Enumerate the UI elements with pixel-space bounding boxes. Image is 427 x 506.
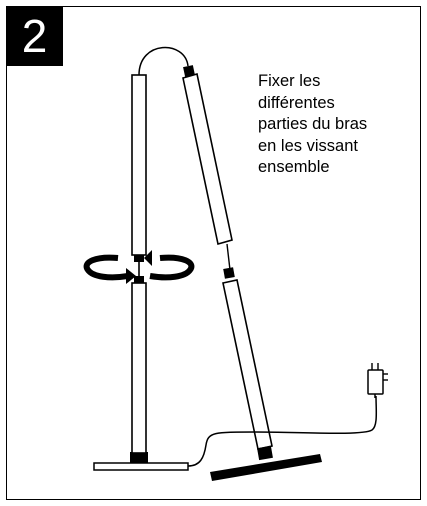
tilted-lamp-base	[210, 454, 322, 481]
rotate-arrows-icon	[83, 250, 195, 284]
instruction-line: Fixer les	[258, 72, 321, 90]
upright-upper-arm	[131, 74, 147, 256]
instruction-line: ensemble	[258, 158, 330, 176]
instruction-line: parties du bras	[258, 115, 368, 133]
instruction-line: différentes	[258, 93, 335, 112]
instruction-panel	[6, 6, 421, 500]
power-cable	[187, 395, 378, 467]
instruction-text: Fixer les différentes parties du bras en…	[258, 71, 408, 179]
power-adapter-icon	[367, 363, 388, 398]
upright-lamp	[83, 46, 195, 471]
tilted-lamp	[182, 65, 388, 481]
step-number-badge: 2	[6, 6, 63, 66]
upright-lamp-base-joint	[130, 452, 148, 463]
tilted-upper-arm	[182, 72, 233, 246]
tilted-lower-arm	[222, 279, 273, 450]
upright-lower-arm	[131, 282, 147, 454]
instruction-line: en les vissant	[258, 136, 358, 155]
upright-lamp-base	[93, 462, 189, 471]
